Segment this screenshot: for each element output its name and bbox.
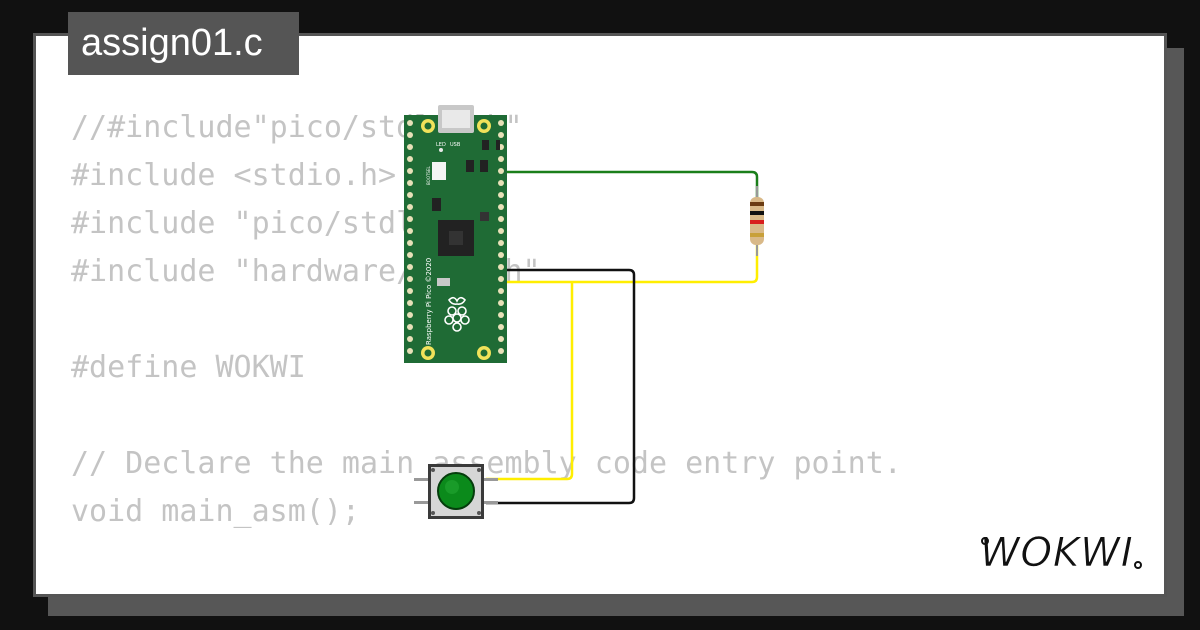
code-line: #define WOKWI: [71, 350, 306, 385]
file-tab: assign01.c: [68, 12, 299, 75]
bootsel-button: [432, 162, 446, 180]
code-line: #include <stdio.h>: [71, 158, 397, 193]
board-name-label: Raspberry Pi Pico ©2020: [425, 258, 433, 345]
raspberry-logo: [444, 296, 470, 332]
preview-card: //#include"pico/stdlib.h"#include <stdio…: [33, 33, 1167, 597]
pico-board: LED USB BOOTSEL Raspberry Pi Pico ©2020: [404, 105, 507, 363]
pin-header-left: [407, 120, 413, 354]
wire-green: [497, 170, 759, 200]
bootsel-label: BOOTSEL: [426, 166, 431, 185]
usb-label: USB: [450, 142, 461, 148]
resistor: [750, 186, 764, 256]
code-line: // Declare the main assembly code entry …: [71, 446, 902, 481]
code-line: // Initialise a GPIO pin – see SDK for d…: [71, 584, 1137, 594]
pushbutton[interactable]: [414, 464, 498, 519]
wire-black: [486, 268, 636, 505]
pin-header-right: [498, 120, 504, 354]
wokwi-logo: WOKWI: [980, 530, 1142, 576]
code-line: void main_asm();: [71, 494, 360, 529]
wire-yellow-button: [486, 282, 574, 481]
led-label: LED: [436, 142, 446, 148]
wire-yellow-resistor: [497, 244, 759, 284]
wokwi-logo-text: WOKWI: [980, 530, 1134, 576]
file-tab-label: assign01.c: [81, 22, 263, 64]
